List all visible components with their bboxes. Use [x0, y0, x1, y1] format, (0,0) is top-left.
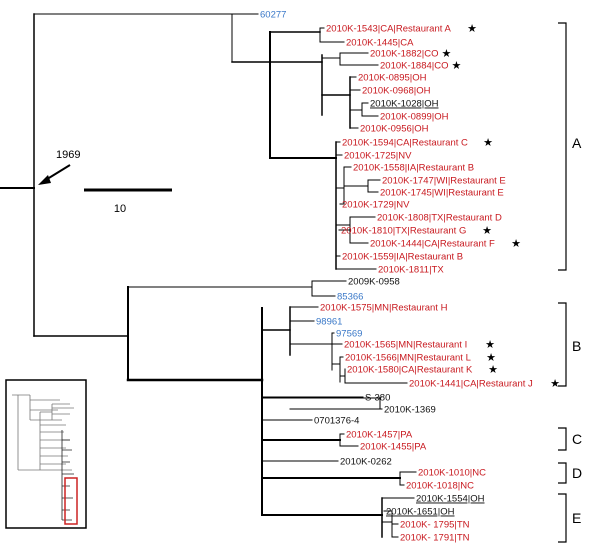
taxon-label: 2010K-1810|TX|Restaurant G	[341, 226, 466, 237]
taxon-label: 2010K-1444|CA|Restaurant F	[370, 239, 495, 250]
taxon-label: 2010K-1559|IA|Restaurant B	[342, 252, 463, 263]
asterisk-marker: ★	[482, 224, 492, 237]
taxon-label: 2010K- 1795|TN	[400, 520, 470, 531]
taxon-label: 2010K-1565|MN|Restaurant I	[344, 340, 467, 351]
clade-label-a: A	[572, 135, 582, 151]
taxon-label: 2010K-1455|PA	[360, 442, 427, 453]
clade-bracket-b	[558, 302, 567, 387]
taxon-label: 97569	[336, 329, 362, 340]
taxon-label: 2010K-1725|NV	[344, 151, 412, 162]
clade-label-e: E	[572, 510, 581, 526]
inset-full-tree-thumbnail	[5, 379, 87, 529]
taxon-label: 2010K-0968|OH	[362, 86, 431, 97]
asterisk-marker: ★	[488, 363, 498, 376]
taxon-label: 2010K-1554|OH	[416, 494, 485, 505]
taxon-label: S-380	[365, 393, 390, 404]
taxon-label: 2010K-1580|CA|Restaurant K	[347, 365, 473, 376]
taxon-label: 2010K-1558|IA|Restaurant B	[353, 163, 474, 174]
inset-frame	[5, 379, 87, 529]
taxon-label: 98961	[316, 317, 342, 328]
scale-bar-label: 10	[114, 203, 126, 215]
taxon-label: 2010K-1745|WI|Restaurant E	[380, 188, 504, 199]
taxon-label: 2010K-0262	[340, 457, 392, 468]
taxon-label: 2010K-1808|TX|Restaurant D	[377, 213, 502, 224]
taxon-label: 2010K-1441|CA|Restaurant J	[409, 379, 533, 390]
taxon-label: 2010K-1457|PA	[346, 430, 413, 441]
clade-brackets	[558, 22, 567, 543]
taxon-label: 2010K-1594|CA|Restaurant C	[342, 138, 468, 149]
inset-highlight-lines	[61, 430, 74, 521]
date-annotation-arrowhead	[38, 175, 51, 185]
taxon-label: 2010K-1028|OH	[370, 99, 439, 110]
asterisk-marker: ★	[483, 136, 493, 149]
taxon-label: 2010K-0956|OH	[360, 124, 429, 135]
taxon-label: 2010K-1566|MN|Restaurant L	[345, 353, 471, 364]
taxon-label: 2010K-1369	[384, 405, 436, 416]
date-annotation-label: 1969	[56, 149, 80, 161]
inset-tree-lines	[12, 394, 74, 471]
taxon-label: 0701376-4	[314, 416, 359, 427]
taxon-label: 2010K-1882|CO	[370, 49, 439, 60]
date-annotation: 1969	[38, 149, 80, 185]
clade-bracket-e	[558, 493, 567, 543]
taxon-label: 2010K-0895|OH	[358, 73, 427, 84]
asterisk-marker: ★	[511, 237, 521, 250]
taxon-label: 2009K-0958	[348, 277, 400, 288]
asterisk-marker: ★	[467, 22, 477, 35]
scale-bar: 10	[84, 188, 172, 215]
taxon-label: 2010K-1884|CO	[380, 61, 449, 72]
taxon-label: 60277	[260, 10, 286, 21]
asterisk-marker: ★	[452, 59, 462, 72]
tree-branches	[0, 13, 417, 538]
taxon-label: 85366	[337, 292, 363, 303]
clade-bracket-a	[558, 22, 567, 271]
taxon-label: 2010K-1010|NC	[418, 468, 486, 479]
taxon-label: 2010K-1575|MN|Restaurant H	[320, 303, 448, 314]
clade-label-b: B	[572, 338, 581, 354]
taxon-labels: 60277 2010K-1543|CA|Restaurant A ★ 2010K-14…	[260, 10, 560, 544]
taxon-label: 2010K-1651|OH	[386, 507, 455, 518]
taxon-label: 2010K-1543|CA|Restaurant A	[326, 24, 451, 35]
asterisk-marker: ★	[442, 47, 452, 60]
taxon-label: 2010K-1445|CA	[346, 38, 414, 49]
clade-bracket-d	[558, 462, 567, 484]
asterisk-marker: ★	[486, 351, 496, 364]
inset-highlight-box	[64, 477, 78, 525]
taxon-label: 2010K-1729|NV	[342, 200, 410, 211]
clade-bracket-c	[558, 427, 567, 451]
taxon-label: 2010K-1811|TX	[378, 265, 444, 276]
taxon-label: 2010K- 1791|TN	[400, 533, 470, 544]
asterisk-marker: ★	[550, 377, 560, 390]
clade-label-d: D	[572, 465, 582, 481]
clade-label-c: C	[572, 431, 582, 447]
taxon-label: 2010K-0899|OH	[380, 112, 449, 123]
taxon-label: 2010K-1018|NC	[406, 481, 474, 492]
asterisk-marker: ★	[485, 338, 495, 351]
taxon-label: 2010K-1747|WI|Restaurant E	[382, 176, 506, 187]
